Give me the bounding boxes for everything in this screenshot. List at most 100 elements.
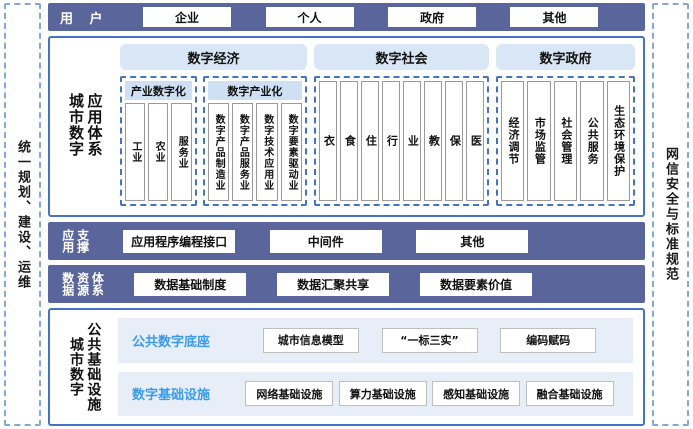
digital-economy-title: 数字经济 [120, 44, 307, 70]
strip-digital-infrastructure: 数字基础设施 网络基础设施 算力基础设施 感知基础设施 融合基础设施 [118, 371, 633, 416]
item-digital-product-manufacturing: 数字产品制造业 [207, 103, 229, 201]
item-converged-infrastructure: 融合基础设施 [525, 381, 614, 407]
item-employment: 业 [403, 81, 421, 201]
user-bar: 用 户 企业 个人 政府 其他 [48, 3, 645, 31]
item-market-supervision-label: 市场监管 [533, 117, 547, 165]
item-public-services: 公共服务 [580, 81, 604, 201]
digital-government-items: 经济调节 市场监管 社会管理 公共服务 生态环境保护 [496, 76, 635, 206]
digital-infrastructure-title: 数字基础设施 [132, 388, 211, 404]
subgroup-digital-industrialization: 数字产业化 数字产品制造业 数字产品服务业 数字技术应用业 数字要素驱动业 [202, 76, 307, 206]
item-sensing-infrastructure: 感知基础设施 [432, 381, 521, 407]
item-digital-factor-driven-label: 数字要素驱动业 [286, 113, 298, 191]
item-education: 教 [424, 81, 442, 201]
item-insurance: 保 [445, 81, 463, 201]
group-digital-economy: 数字经济 产业数字化 工业 农业 服务业 数字产业化 [120, 44, 307, 206]
public-digital-base-items: 城市信息模型 “一标三实” 编码赋码 [240, 327, 619, 353]
item-insurance-label: 保 [448, 135, 462, 147]
subgroup-industry-digitalization: 产业数字化 工业 农业 服务业 [120, 76, 197, 206]
item-industry-label: 工业 [129, 141, 141, 163]
data-resource-label-col3: 体系 [90, 272, 105, 296]
item-api: 应用程序编程接口 [123, 229, 236, 253]
item-services-label: 服务业 [176, 135, 188, 169]
digital-society-items: 衣 食 住 行 业 教 保 医 [314, 76, 489, 206]
infrastructure-section: 城市数字 公共基础设施 公共数字底座 城市信息模型 “一标三实” 编码赋码 数字… [48, 308, 645, 426]
item-housing-label: 住 [364, 135, 378, 147]
item-social-management-label: 社会管理 [559, 117, 573, 165]
digital-society-body: 衣 食 住 行 业 教 保 医 [314, 76, 489, 206]
item-coding-assignment: 编码赋码 [500, 327, 597, 353]
infrastructure-section-label: 城市数字 公共基础设施 [54, 318, 114, 416]
industry-digitalization-items: 工业 农业 服务业 [125, 103, 192, 201]
data-resource-items: 数据基础制度 数据汇聚共享 数据要素价值 [103, 272, 633, 296]
app-support-items: 应用程序编程接口 中间件 其他 [89, 229, 633, 253]
group-digital-society: 数字社会 衣 食 住 行 业 教 保 医 [314, 44, 489, 206]
infrastructure-strips: 公共数字底座 城市信息模型 “一标三实” 编码赋码 数字基础设施 网络基础设施 … [118, 318, 633, 416]
data-resource-bar: 数据 资源 体系 数据基础制度 数据汇聚共享 数据要素价值 [48, 265, 645, 303]
item-computing-infrastructure: 算力基础设施 [338, 381, 427, 407]
item-digital-factor-driven: 数字要素驱动业 [280, 103, 303, 201]
item-data-basic-system: 数据基础制度 [134, 272, 247, 296]
item-public-services-label: 公共服务 [586, 117, 600, 165]
digital-economy-body: 产业数字化 工业 农业 服务业 数字产业化 数字产品制造业 数字产品服 [120, 76, 307, 206]
infrastructure-label-col2: 公共基础设施 [85, 322, 102, 412]
item-digital-product-manufacturing-label: 数字产品制造业 [213, 113, 225, 191]
user-type-enterprise: 企业 [143, 7, 232, 27]
user-bar-label: 用 户 [60, 11, 109, 27]
item-transport: 行 [382, 81, 400, 201]
digital-industrialization-items: 数字产品制造业 数字产品服务业 数字技术应用业 数字要素驱动业 [207, 103, 303, 201]
data-resource-label-col2: 资源 [75, 272, 90, 296]
item-city-information-model: 城市信息模型 [262, 327, 359, 353]
item-agriculture: 农业 [148, 103, 169, 201]
item-one-standard-three-reals: “一标三实” [381, 327, 478, 353]
pillar-unified-planning: 统一规划、建设、运维 [4, 3, 41, 426]
app-section-label: 城市数字 应用体系 [54, 44, 116, 206]
app-support-label-col2: 支撑 [75, 229, 90, 253]
item-medical-label: 医 [469, 135, 483, 147]
item-network-infrastructure: 网络基础设施 [245, 381, 334, 407]
app-section-label-col2: 应用体系 [85, 93, 104, 157]
item-eco-environment-protection: 生态环境保护 [606, 81, 631, 201]
item-clothing: 衣 [319, 81, 337, 201]
item-education-label: 教 [427, 135, 441, 147]
item-digital-product-services: 数字产品服务业 [232, 103, 254, 201]
item-economic-regulation: 经济调节 [501, 81, 525, 201]
item-food-label: 食 [343, 135, 357, 147]
digital-industrialization-title: 数字产业化 [207, 81, 302, 100]
item-eco-environment-protection-label: 生态环境保护 [612, 105, 626, 177]
app-groups: 数字经济 产业数字化 工业 农业 服务业 数字产业化 [120, 44, 635, 206]
item-transport-label: 行 [385, 135, 399, 147]
item-food: 食 [340, 81, 358, 201]
digital-government-title: 数字政府 [496, 44, 635, 70]
digital-government-body: 经济调节 市场监管 社会管理 公共服务 生态环境保护 [496, 76, 635, 206]
data-resource-label-col1: 数据 [60, 272, 75, 296]
app-system-section: 城市数字 应用体系 数字经济 产业数字化 工业 农业 服务业 [48, 36, 645, 217]
infrastructure-label-col1: 城市数字 [68, 337, 84, 397]
item-agriculture-label: 农业 [153, 141, 165, 163]
user-type-individual: 个人 [265, 7, 354, 27]
pillar-right-label: 网信安全与标准规范 [663, 147, 678, 282]
item-employment-label: 业 [406, 135, 420, 147]
user-type-other: 其他 [510, 7, 599, 27]
industry-digitalization-title: 产业数字化 [125, 81, 192, 100]
app-support-label: 应用 支撑 [60, 229, 90, 253]
item-support-other: 其他 [416, 229, 529, 253]
user-type-government: 政府 [387, 7, 476, 27]
item-data-factor-value: 数据要素价值 [420, 272, 533, 296]
public-digital-base-title: 公共数字底座 [132, 334, 211, 350]
item-digital-product-services-label: 数字产品服务业 [237, 113, 249, 191]
group-digital-government: 数字政府 经济调节 市场监管 社会管理 公共服务 生态环境保护 [496, 44, 635, 206]
app-support-bar: 应用 支撑 应用程序编程接口 中间件 其他 [48, 222, 645, 260]
item-market-supervision: 市场监管 [527, 81, 551, 201]
item-digital-tech-application: 数字技术应用业 [256, 103, 278, 201]
item-economic-regulation-label: 经济调节 [507, 117, 521, 165]
digital-infrastructure-items: 网络基础设施 算力基础设施 感知基础设施 融合基础设施 [240, 381, 619, 407]
item-middleware: 中间件 [269, 229, 382, 253]
pillar-left-label: 统一规划、建设、运维 [15, 139, 30, 290]
item-medical: 医 [466, 81, 484, 201]
item-data-aggregation-sharing: 数据汇聚共享 [277, 272, 390, 296]
pillar-cybersecurity-standards: 网信安全与标准规范 [652, 3, 689, 426]
item-housing: 住 [361, 81, 379, 201]
strip-public-digital-base: 公共数字底座 城市信息模型 “一标三实” 编码赋码 [118, 318, 633, 363]
diagram-center-column: 用 户 企业 个人 政府 其他 城市数字 应用体系 数字经济 产业数 [48, 3, 645, 426]
